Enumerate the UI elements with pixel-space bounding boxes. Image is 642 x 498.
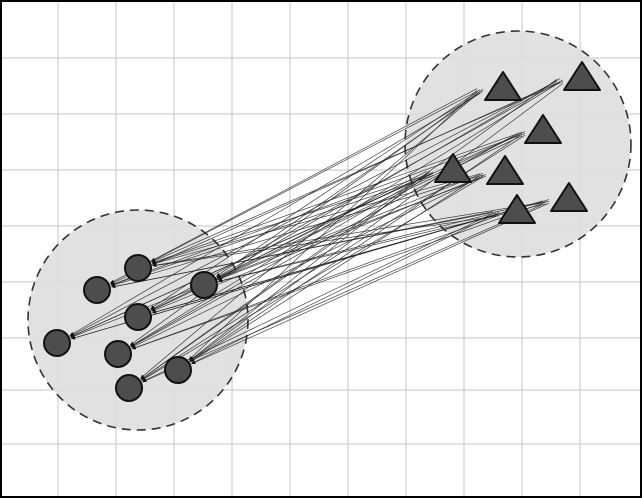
edge-arrow bbox=[151, 131, 523, 264]
edge-arrow bbox=[109, 89, 481, 284]
edge-arrow bbox=[152, 201, 550, 267]
edge-arrow bbox=[190, 175, 481, 363]
triangle-node bbox=[563, 61, 601, 91]
circle-node bbox=[164, 356, 192, 384]
triangle-node bbox=[486, 155, 524, 185]
circle-node bbox=[124, 303, 152, 331]
edge-arrow bbox=[152, 215, 500, 267]
edge-arrow bbox=[69, 80, 558, 337]
edge-arrow bbox=[140, 91, 481, 379]
triangle-node bbox=[498, 194, 536, 224]
edge-arrow bbox=[218, 203, 547, 283]
edge-arrow bbox=[110, 174, 484, 287]
circle-node bbox=[83, 276, 111, 304]
edge-arrow bbox=[130, 174, 428, 347]
edge-arrow bbox=[69, 93, 481, 336]
edge-arrow bbox=[110, 175, 434, 286]
edge-arrow bbox=[151, 173, 431, 264]
edge-arrow bbox=[110, 82, 558, 285]
edge-arrow bbox=[141, 176, 484, 381]
edge-arrow bbox=[191, 211, 500, 364]
edge-arrow bbox=[131, 216, 497, 350]
edge-arrow bbox=[151, 81, 564, 263]
edge-arrow bbox=[191, 202, 550, 365]
edge-arrow bbox=[215, 90, 484, 277]
circle-node bbox=[124, 254, 152, 282]
edge-arrow bbox=[111, 202, 544, 289]
triangle-node bbox=[434, 153, 472, 183]
edge-arrow bbox=[142, 204, 544, 383]
triangle-node bbox=[550, 182, 588, 212]
edge-arrow bbox=[131, 201, 547, 350]
edge-arrow bbox=[190, 133, 523, 362]
edge-arrow bbox=[150, 88, 478, 262]
circle-node bbox=[115, 374, 143, 402]
edge-arrow bbox=[217, 134, 520, 279]
circle-node bbox=[43, 329, 71, 357]
circle-node bbox=[104, 340, 132, 368]
circle-node bbox=[190, 271, 218, 299]
triangle-node bbox=[524, 114, 562, 144]
edge-arrow bbox=[152, 173, 481, 265]
nodes bbox=[43, 61, 601, 402]
edge-arrow bbox=[216, 78, 561, 278]
edge-arrow bbox=[131, 174, 487, 348]
edge-arrow bbox=[218, 212, 497, 283]
triangle-node bbox=[484, 71, 522, 101]
